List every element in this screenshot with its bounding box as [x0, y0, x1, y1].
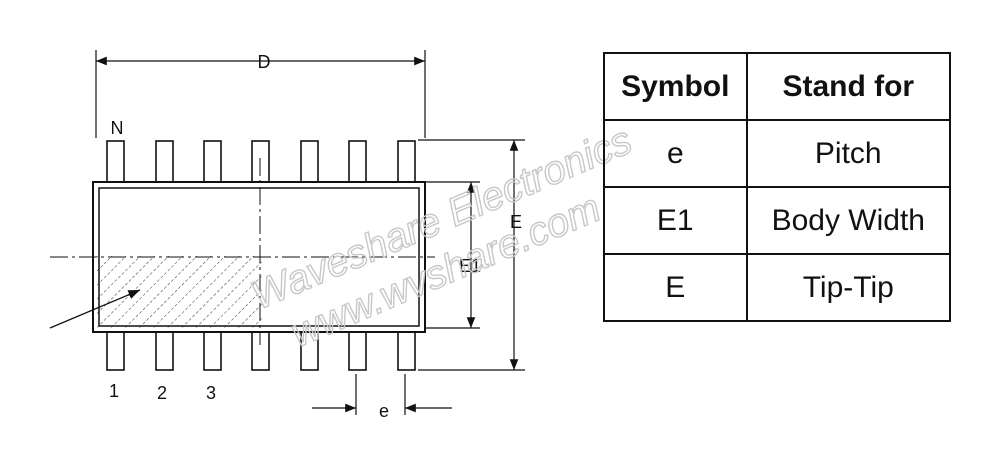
- dimension-e-label: E: [510, 212, 522, 232]
- dimension-d-label: D: [258, 52, 271, 72]
- package-body-inner: [98, 187, 420, 327]
- pin-one-hatched-area: [97, 256, 262, 328]
- dimension-pitch: [312, 374, 452, 415]
- bottom-pin: [203, 331, 222, 371]
- top-pin: [348, 140, 367, 183]
- bottom-pin: [106, 331, 125, 371]
- table-row: e Pitch: [603, 119, 952, 188]
- symbol-cell: E1: [603, 186, 748, 255]
- dimension-d: [95, 50, 426, 138]
- meaning-cell: Body Width: [745, 186, 952, 255]
- bottom-pin: [155, 331, 174, 371]
- symbol-table: Symbol Stand for e Pitch E1 Body Width E…: [603, 52, 952, 322]
- meaning-cell: Pitch: [745, 119, 952, 188]
- header-stand-for: Stand for: [745, 52, 952, 121]
- top-pin: [203, 140, 222, 183]
- top-pin: [300, 140, 319, 183]
- symbol-cell: E: [603, 253, 748, 322]
- pin-n-label: N: [111, 118, 124, 138]
- meaning-cell: Tip-Tip: [745, 253, 952, 322]
- dimension-e1-label: E1: [459, 256, 481, 276]
- top-pin: [106, 140, 125, 183]
- table-row: E1 Body Width: [603, 186, 952, 255]
- bottom-pin: [397, 331, 416, 371]
- top-pin: [397, 140, 416, 183]
- dimension-e: [418, 139, 525, 371]
- bottom-pins: [106, 331, 416, 371]
- symbol-cell: e: [603, 119, 748, 188]
- header-symbol: Symbol: [603, 52, 748, 121]
- pin-2-label: 2: [157, 383, 167, 403]
- pin-3-label: 3: [206, 383, 216, 403]
- bottom-pin: [348, 331, 367, 371]
- dimension-pitch-label: e: [379, 401, 389, 421]
- table-header-row: Symbol Stand for: [603, 52, 952, 121]
- table-row: E Tip-Tip: [603, 253, 952, 322]
- top-pin: [155, 140, 174, 183]
- pin-1-label: 1: [109, 381, 119, 401]
- dimension-e1: [425, 181, 480, 329]
- pin-one-pointer-arrow: [49, 289, 141, 329]
- top-pins: [106, 140, 416, 183]
